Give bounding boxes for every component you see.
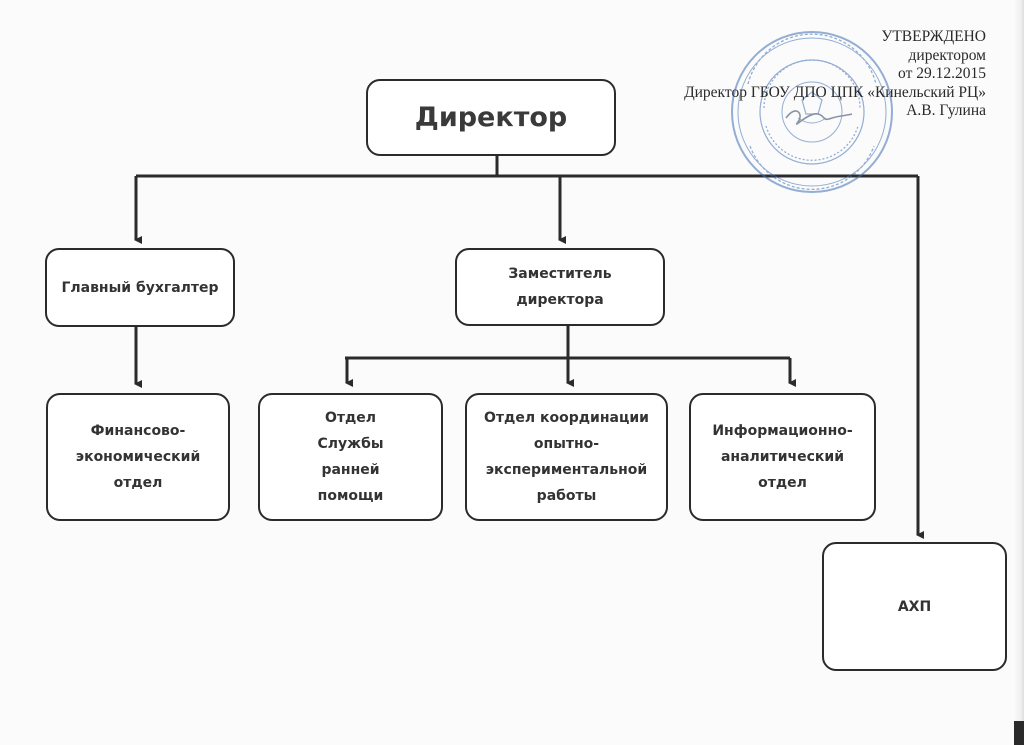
scan-edge-shadow (1014, 0, 1024, 745)
approval-date: от 29.12.2015 (898, 65, 986, 82)
early-help-dept-label: Отдел Службы ранней помощи (317, 410, 384, 504)
chief-accountant-label: Главный бухгалтер (61, 279, 219, 296)
signature-icon (785, 110, 853, 125)
chief-accountant-box: Главный бухгалтер (45, 248, 235, 327)
analytics-dept-box: Информационно-аналитический отдел (689, 393, 876, 521)
analytics-dept-label: Информационно-аналитический отдел (712, 423, 853, 491)
approval-block: УТВЕРЖДЕНО директором от 29.12.2015 Дире… (626, 28, 986, 121)
approval-title: УТВЕРЖДЕНО (881, 28, 986, 45)
experimental-dept-box: Отдел координации опытно-экспериментальн… (465, 393, 668, 521)
experimental-dept-label: Отдел координации опытно-экспериментальн… (484, 410, 649, 504)
deputy-director-label: Заместитель директора (508, 266, 612, 308)
director-label: Директор (414, 101, 568, 133)
finance-dept-box: Финансово-экономический отдел (46, 393, 230, 521)
approval-position: Директор ГБОУ ДПО ЦПК «Кинельский РЦ» (684, 83, 986, 101)
scan-corner-mark (1014, 721, 1024, 745)
official-stamp-icon (731, 31, 893, 193)
early-help-dept-box: Отдел Службы ранней помощи (258, 393, 443, 521)
ahp-label: АХП (897, 598, 932, 615)
director-box: Директор (366, 79, 616, 156)
ahp-box: АХП (822, 542, 1007, 671)
approval-by: директором (908, 46, 986, 64)
finance-dept-label: Финансово-экономический отдел (75, 423, 201, 491)
approval-signatory: А.В. Гулина (906, 102, 986, 119)
deputy-director-box: Заместитель директора (455, 248, 665, 326)
